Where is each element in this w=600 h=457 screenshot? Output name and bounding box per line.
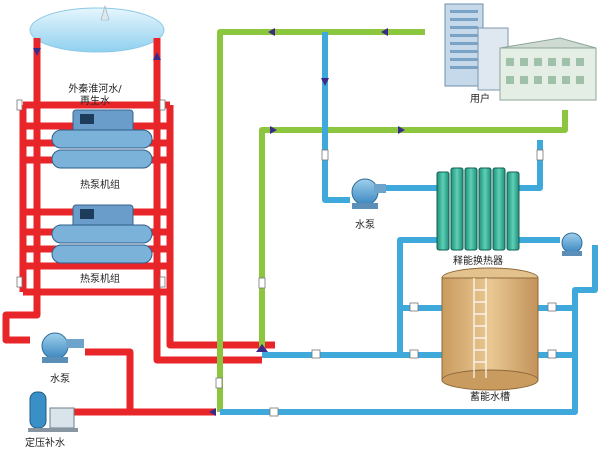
valve-icon [547, 349, 557, 359]
valve-icon [547, 302, 557, 312]
valve-icon [16, 276, 23, 288]
valve-icon [409, 302, 419, 312]
valves [16, 99, 557, 417]
label-source-water: 外秦淮河水/再生水 [68, 82, 122, 107]
valve-icon [159, 276, 166, 288]
source-water-pond [29, 4, 165, 53]
label-pump-user: 水泵 [355, 219, 375, 231]
valve-icon [258, 277, 266, 289]
valve-icon [321, 149, 329, 161]
pressure-makeup-device [28, 391, 78, 432]
arrow-right-icon [270, 126, 277, 134]
pump-exchanger-icon [561, 232, 583, 256]
flow-arrows [33, 28, 405, 416]
valve-icon [269, 407, 279, 417]
label-user: 用户 [470, 92, 490, 105]
storage-tank-icon [441, 267, 539, 391]
label-pump-left: 水泵 [50, 373, 70, 385]
arrow-down-icon [321, 78, 329, 86]
heat-pump-unit-2 [51, 204, 153, 264]
arrow-left-icon [209, 408, 216, 416]
pump-user-icon [351, 178, 386, 209]
label-storage-tank: 蓄能水槽 [470, 390, 510, 403]
label-heat-pump-1: 热泵机组 [80, 178, 120, 191]
arrow-left-icon [268, 28, 275, 36]
arrow-left-icon [381, 28, 388, 36]
arrow-up-icon [256, 344, 268, 352]
heat-pump-unit-1 [51, 109, 153, 169]
arrow-up-icon [153, 52, 161, 60]
label-heat-pump-2: 热泵机组 [80, 272, 120, 285]
valve-icon [311, 349, 321, 359]
valve-icon [215, 377, 223, 389]
valve-icon [159, 99, 166, 111]
user-building-icon [444, 3, 597, 101]
label-pressure-makeup: 定压补水 [25, 436, 65, 449]
heat-exchanger-icon [436, 167, 520, 251]
label-heat-exchanger: 释能换热器 [453, 254, 503, 267]
arrow-right-icon [398, 126, 405, 134]
valve-icon [409, 349, 419, 359]
green-pipe-network [217, 29, 568, 412]
valve-icon [16, 99, 23, 111]
valve-icon [536, 149, 544, 161]
arrow-down-icon [33, 48, 41, 56]
pump-left-icon [41, 332, 84, 363]
